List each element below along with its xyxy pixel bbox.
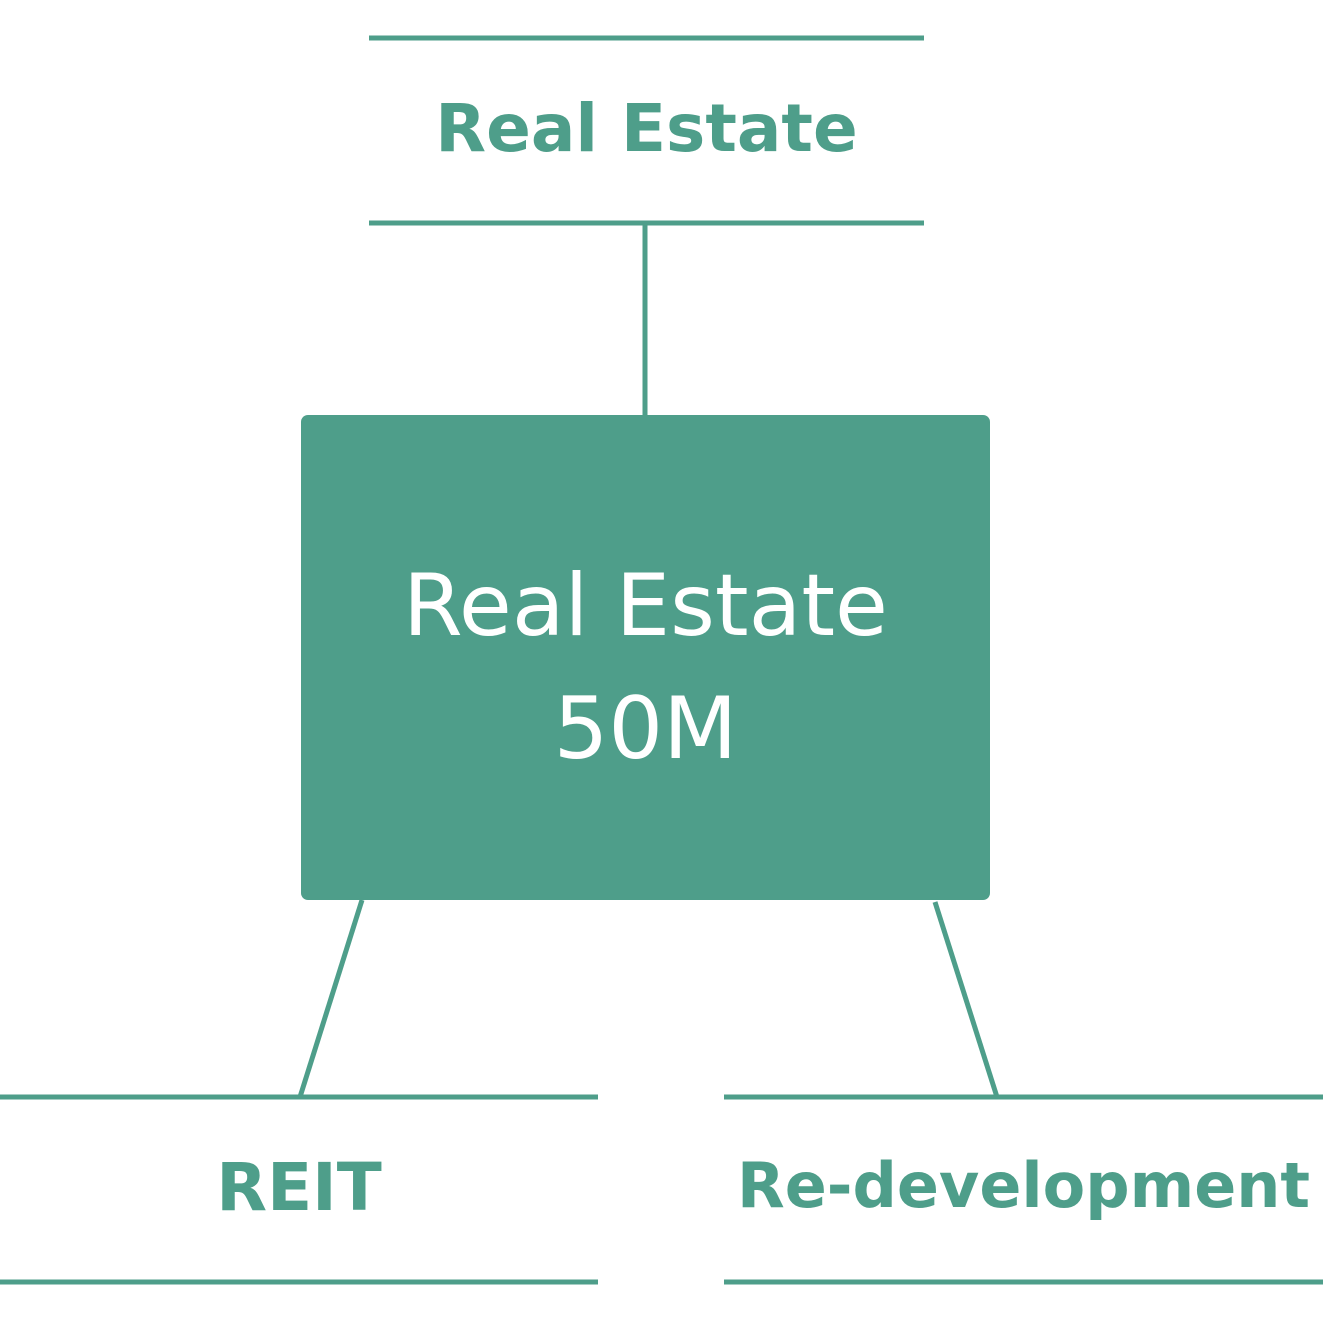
center-node: Real Estate 50M bbox=[301, 415, 990, 900]
child-node-reit-label: REIT bbox=[216, 1149, 382, 1226]
root-node-label: Real Estate bbox=[435, 90, 858, 167]
child-node-redevelopment-label: Re-development bbox=[736, 1149, 1311, 1222]
center-node-title: Real Estate bbox=[403, 556, 888, 656]
center-node-value: 50M bbox=[553, 679, 738, 779]
center-to-redevelopment-connector bbox=[932, 901, 1000, 1098]
center-to-reit-connector bbox=[297, 899, 365, 1098]
